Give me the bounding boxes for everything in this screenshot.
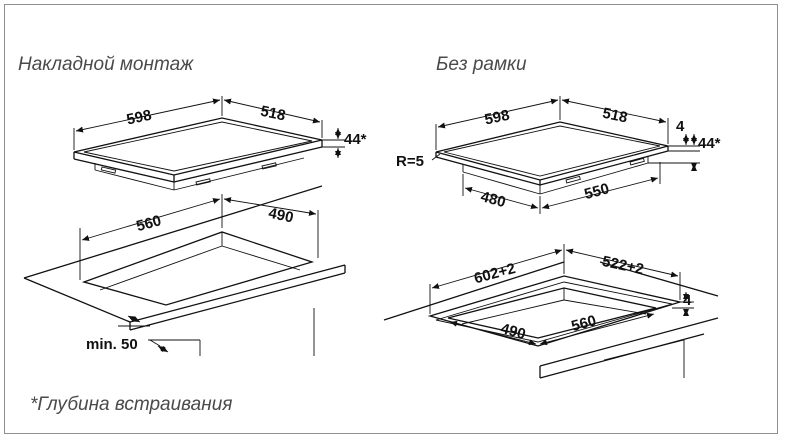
overlay-hob-width-label: 598	[125, 107, 153, 129]
overlay-hob-drawing: 598 518 44*	[73, 96, 367, 191]
caption-overlay-mounting: Накладной монтаж	[18, 54, 194, 75]
frameless-cutout-outer-depth-label: 522+2	[601, 253, 646, 278]
frameless-hob-top	[435, 121, 669, 181]
overlay-cutout-min-label: min. 50	[86, 336, 138, 353]
frameless-cutout-outer-width-label: 602+2	[472, 260, 517, 287]
overlay-cutout-depth-label: 490	[267, 205, 295, 227]
frameless-hob-width-label: 598	[483, 107, 511, 129]
frameless-cutout-rebate-label: 4	[683, 292, 692, 309]
frameless-cutout-inner-depth-label: 490	[499, 320, 528, 343]
frameless-hob-height-label: 44*	[698, 135, 721, 152]
frameless-cutout-inner-width-label: 560	[570, 312, 599, 335]
frameless-hob-radius-label: R=5	[396, 153, 424, 170]
frameless-hob-depth-label: 518	[601, 105, 629, 127]
overlay-hob-depth-label: 518	[259, 103, 287, 125]
frameless-hob-glass-label: 4	[676, 118, 685, 135]
frameless-hob-base-width-label: 550	[583, 180, 612, 203]
caption-footnote-depth: *Глубина встраивания	[30, 394, 233, 415]
overlay-hob-height-label: 44*	[344, 131, 367, 148]
overlay-cutout-width-label: 560	[135, 212, 164, 235]
frameless-hob-base-depth-label: 480	[479, 188, 508, 211]
frameless-hob-drawing: 598 518 4 44* R=5 480 550	[396, 96, 721, 214]
caption-frameless: Без рамки	[436, 54, 527, 75]
frameless-cutout-hole	[447, 287, 657, 339]
frameless-cutout-drawing: 602+2 522+2 4 490 560	[383, 244, 719, 379]
overlay-cutout-hole	[81, 231, 315, 306]
overlay-cutout-drawing: 560 490 min. 50	[23, 185, 346, 356]
